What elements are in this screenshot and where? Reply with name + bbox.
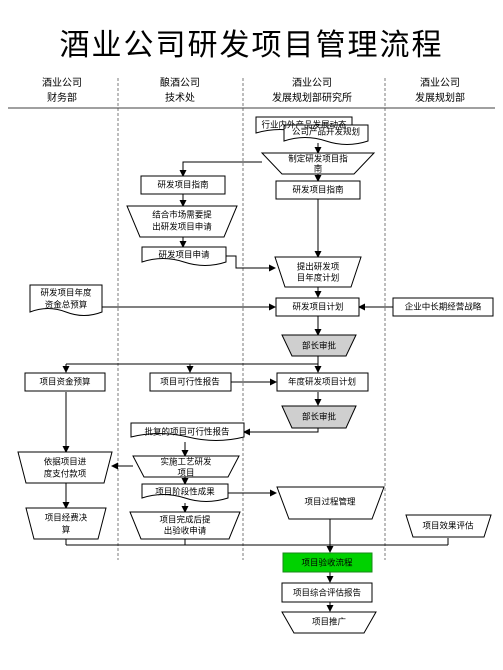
effect-eval-node [405,514,492,538]
node-label: 批复的项目可行性报告 [144,427,229,438]
node-label: 项目过程管理 [304,497,356,508]
propose-node [126,205,238,238]
rd-plan-node [275,297,360,317]
node-label: 出验收申请 [164,526,207,537]
node-label: 结合市场需要提 [152,210,212,221]
node-label: 度支付款项 [44,469,87,480]
node-label: 项目完成后提 [159,515,211,526]
implement-node [132,455,240,478]
promotion-node [281,611,377,634]
connector [243,428,319,436]
column-header-finance: 酒业公司 财务部 [22,76,102,106]
column-header-line1: 酒业公司 [420,78,460,89]
node-label: 项目效果评估 [422,521,474,532]
node-label: 公司产品开发规划 [292,127,360,138]
node-label: 项目验收流程 [301,558,353,569]
approved-feasibility-node [130,422,245,441]
node-label: 研发项目申请 [158,250,210,261]
comprehensive-node [281,582,373,603]
node-label: 提出研发项 [297,262,340,273]
annual-propose-node [274,256,362,288]
node-label: 算 [62,525,71,536]
node-label: 部长审批 [302,412,337,423]
page-title: 酒业公司研发项目管理流程 [59,28,444,63]
application-node [141,246,227,266]
node-label: 年度研发项目计划 [288,377,356,388]
column-header-line2: 技术处 [165,93,195,104]
annual-rd-plan-node [276,372,369,392]
node-label: 研发项目指南 [157,180,208,191]
column-header-line2: 财务部 [47,93,77,104]
make-guide-node [260,152,376,175]
process-mgmt-node [276,486,385,520]
node-label: 项目可行性报告 [160,377,220,388]
node-label: 出研发项目申请 [152,222,212,233]
column-header-line1: 酒业公司 [42,78,82,89]
guide-research-node [275,180,361,200]
node-label: 制定研发项目指 [288,154,348,165]
annual-budget-node [29,284,103,316]
node-label: 企业中长期经营战略 [405,302,482,313]
node-label: 项目综合评估报告 [293,588,361,599]
column-header-research: 酒业公司 发展规划部研究所 [252,76,372,106]
column-header-line1: 酿酒公司 [160,78,200,89]
node-label: 研发项目计划 [292,302,343,313]
node-label: 南 [314,164,323,175]
column-header-planning: 酒业公司 发展规划部 [395,76,485,106]
strategy-node [392,297,494,317]
node-label: 研发项目指南 [292,185,343,196]
node-label: 项目资金预算 [39,377,91,388]
approval-node-1 [281,334,357,357]
connector [179,161,262,177]
column-header-tech: 酿酒公司 技术处 [135,76,225,106]
feasibility-node [149,372,232,392]
node-label: 实施工艺研发 [160,457,212,468]
node-label: 项目推广 [312,617,346,628]
column-header-line2: 发展规划部研究所 [272,93,352,104]
node-label: 依据项目进 [44,457,87,468]
node-label: 部长审批 [302,341,337,352]
node-label: 研发项目年度 [40,288,92,299]
column-header-line1: 酒业公司 [292,78,332,89]
settlement-node [25,507,107,540]
acceptance-node [282,552,373,573]
node-label: 项目经费决 [45,513,88,524]
pay-node [17,451,113,484]
node-label: 资金总预算 [45,300,88,311]
node-label: 目年度计划 [297,273,340,284]
completion-node [129,511,241,540]
node-label: 项目阶段性成果 [155,487,215,498]
guide-tech-node [140,175,226,195]
connector [226,255,276,272]
fund-budget-node [24,372,106,392]
company-plan-doc [283,124,369,145]
column-header-line2: 发展规划部 [415,93,465,104]
approval-node-2 [281,405,357,429]
node-label: 项目 [177,469,194,479]
node-label: 行业内外产品发展动态 [261,120,347,131]
stage-result-node [141,483,229,502]
